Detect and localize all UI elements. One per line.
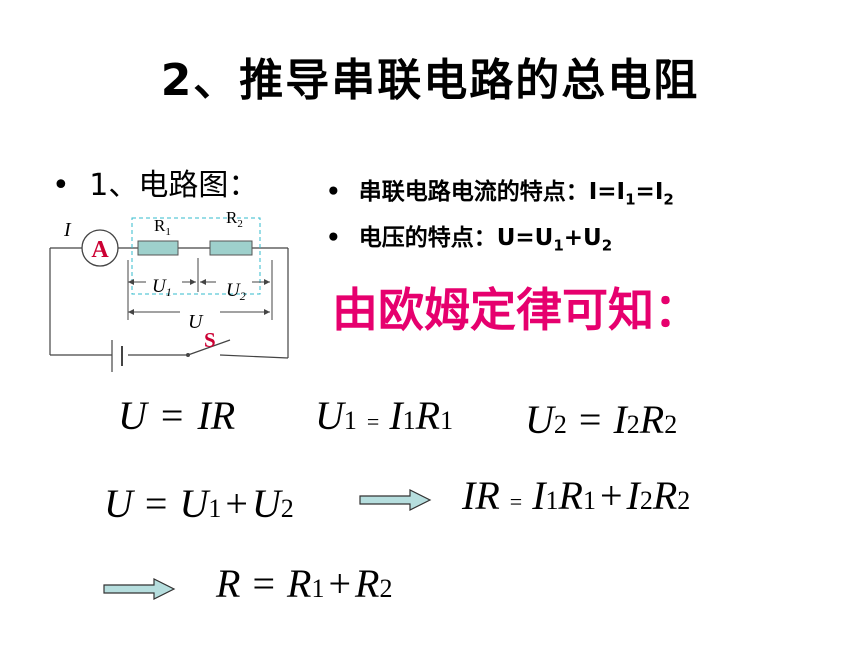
equation-ir-sum: IR=I1R1+I2R2 bbox=[462, 473, 691, 518]
voltage-feature-mid: +U bbox=[563, 225, 602, 251]
subscript: 1 bbox=[553, 236, 564, 255]
r2-label: R2 bbox=[226, 208, 243, 230]
resistor-r2-icon bbox=[209, 240, 253, 256]
subscript: 2 bbox=[601, 236, 613, 255]
equation-u1: U1=I1R1 bbox=[315, 393, 454, 438]
bullet-dot: • bbox=[326, 179, 341, 205]
implies-arrow-icon bbox=[359, 489, 432, 511]
subscript: 2 bbox=[663, 190, 674, 209]
subscript: 1 bbox=[625, 190, 636, 209]
slide-title: 2、推导串联电路的总电阻 bbox=[160, 55, 700, 106]
resistor-r1-icon bbox=[137, 240, 179, 256]
bullet-series-current: • 串联电路电流的特点：I=I1=I2 bbox=[326, 172, 674, 209]
ohm-law-heading: 由欧姆定律可知： bbox=[332, 283, 700, 337]
circuit-diagram: A I R1 R2 U1 U2 U S bbox=[49, 208, 289, 372]
bullet-dot: • bbox=[52, 168, 70, 203]
r1-label: R1 bbox=[154, 216, 171, 238]
ammeter-label: A bbox=[91, 237, 109, 263]
u-label: U bbox=[188, 311, 204, 333]
bullet-circuit-diagram: • 1、电路图： bbox=[52, 160, 258, 204]
voltage-feature-text: 电压的特点：U=U bbox=[358, 225, 554, 251]
bullet-text: 1、电路图： bbox=[89, 168, 259, 203]
equation-ohm-total: U=IR bbox=[118, 393, 236, 438]
equation-total-resistance: R=R1+R2 bbox=[216, 561, 393, 606]
u1-label: U1 bbox=[152, 276, 172, 299]
switch-label: S bbox=[204, 328, 216, 352]
bullet-dot: • bbox=[326, 225, 341, 251]
u2-label: U2 bbox=[226, 280, 246, 303]
implies-arrow-icon bbox=[103, 578, 176, 600]
equation-voltage-sum: U=U1+U2 bbox=[104, 481, 294, 526]
current-feature-text: 串联电路电流的特点：I=I bbox=[358, 179, 626, 205]
dashed-enclosure bbox=[131, 217, 261, 295]
ammeter-icon bbox=[81, 229, 119, 267]
equation-u2: U2=I2R2 bbox=[525, 397, 678, 442]
current-label: I bbox=[63, 219, 72, 241]
current-feature-mid: =I bbox=[635, 179, 664, 205]
bullet-series-voltage: • 电压的特点：U=U1+U2 bbox=[326, 218, 612, 255]
switch-pivot bbox=[186, 353, 190, 357]
